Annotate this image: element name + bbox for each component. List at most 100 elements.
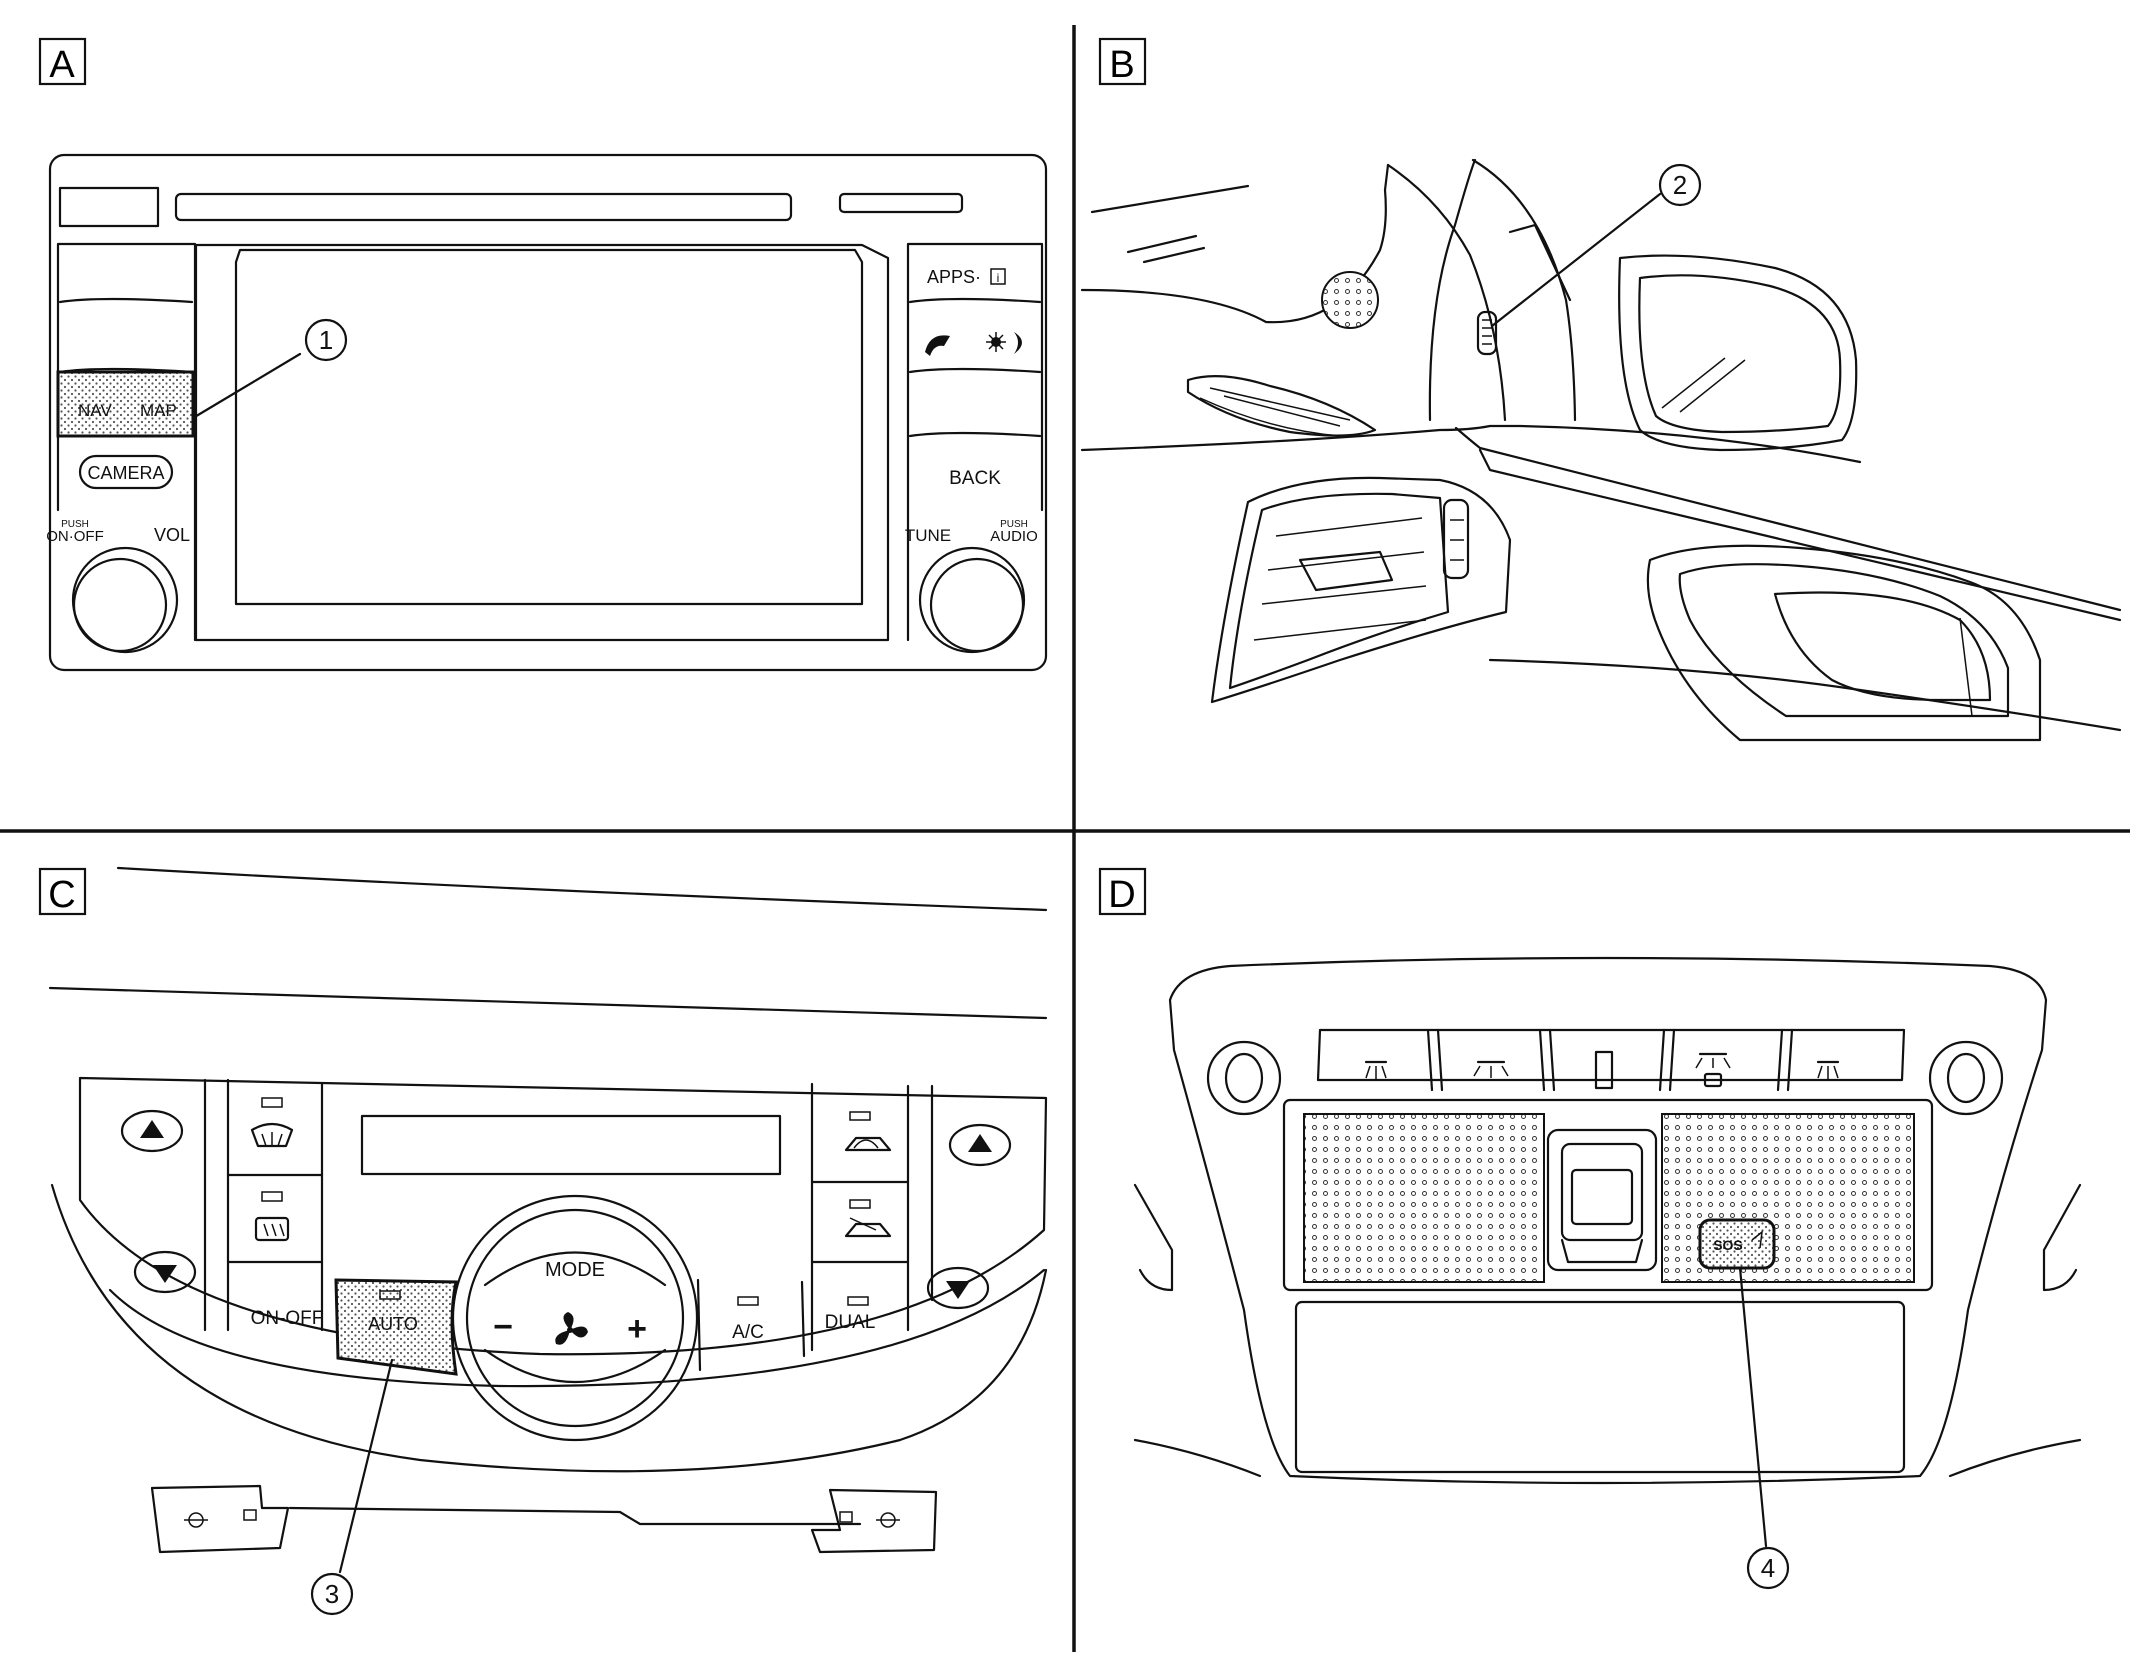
door-lamp-icon[interactable] (1695, 1052, 1731, 1088)
overhead-console (1168, 956, 2048, 1485)
left-speaker-grille (1303, 1113, 1545, 1283)
left-bracket (150, 1484, 290, 1554)
center-dial (465, 1208, 685, 1428)
left-sensor-bezel (1206, 1040, 1282, 1116)
nav-map-button[interactable] (56, 370, 195, 438)
info-icon (990, 268, 1006, 285)
camera-label: CAMERA (87, 463, 164, 483)
fan-icon (555, 1312, 588, 1345)
map-lamp-icon[interactable] (1364, 1060, 1388, 1080)
panel-c: C ON-OFF AUTO (38, 866, 1048, 1616)
tweeter-grille (1321, 271, 1379, 329)
screen-frame (194, 243, 890, 642)
left-temp-up-button[interactable] (120, 1109, 184, 1153)
center-vent (1186, 375, 1377, 437)
panel-c-letter: C (48, 874, 75, 916)
door-mirror (1618, 254, 1858, 452)
panel-d-letter: D (1108, 874, 1135, 916)
right-button-divider-2 (908, 367, 1042, 374)
tune-knob-outer (918, 546, 1026, 654)
panel-a-letter: A (49, 44, 75, 86)
dashboard-top (1080, 424, 1862, 464)
on-off-button[interactable] (232, 1266, 320, 1342)
callout-2-circle (1658, 163, 1702, 207)
auto-button[interactable] (334, 1278, 458, 1376)
right-sensor-bezel (1928, 1040, 2004, 1116)
camera-button[interactable] (78, 454, 174, 490)
right-temp-up-button[interactable] (948, 1123, 1012, 1167)
on-off-label: ON·OFF (46, 528, 104, 545)
climate-panel (78, 1076, 1048, 1356)
fan-minus-label: − (493, 1308, 513, 1346)
room-lamp-icon[interactable] (1473, 1060, 1509, 1078)
phone-icon[interactable] (925, 335, 950, 356)
day-night-icon[interactable] (986, 332, 1022, 354)
door-lamp-switch[interactable] (1594, 1050, 1614, 1090)
mode-label: MODE (545, 1259, 605, 1281)
down-arrow-icon (946, 1281, 970, 1299)
map-lamp-icon[interactable] (1816, 1060, 1840, 1080)
cd-slot (174, 192, 793, 222)
svg-text:i: i (997, 271, 1000, 285)
microphone-grille (1476, 310, 1498, 356)
sos-label: SOS (1713, 1237, 1743, 1253)
panel-a: A NAV MAP CAMERA APPS· i BACK (38, 37, 1048, 672)
panel-b-letter-box (1098, 37, 1147, 86)
right-button-divider-1 (908, 297, 1042, 304)
left-button-divider-1 (58, 297, 194, 304)
apps-label: APPS· (927, 267, 981, 287)
tune-knob[interactable] (929, 557, 1025, 653)
panel-d: D (1098, 867, 2082, 1590)
display-screen[interactable] (234, 248, 864, 606)
left-sensor (1224, 1052, 1264, 1104)
ir-sensor-window (58, 186, 160, 228)
right-button-divider-3 (908, 431, 1042, 438)
panel-b-letter: B (1109, 44, 1134, 86)
right-temp-down-button[interactable] (926, 1266, 990, 1310)
front-defrost-icon[interactable] (250, 1122, 294, 1148)
auto-label: AUTO (368, 1314, 418, 1334)
callout-3: 3 (325, 1579, 339, 1609)
back-label: BACK (949, 468, 1001, 489)
right-bracket (810, 1488, 938, 1554)
callout-4: 4 (1761, 1553, 1775, 1583)
a-pillar-edge (1386, 163, 1507, 422)
sos-button[interactable] (1698, 1218, 1776, 1270)
on-off-label: ON-OFF (251, 1308, 324, 1329)
push-label-right: PUSH (1000, 519, 1028, 530)
fresh-air-icon[interactable] (844, 1217, 892, 1238)
climate-display (360, 1114, 782, 1176)
left-temp-down-button[interactable] (133, 1250, 197, 1294)
left-button-column (56, 242, 197, 642)
callout-4-leader (1738, 1266, 1768, 1548)
windshield-edge (1080, 163, 1390, 324)
callout-1-circle (304, 318, 348, 362)
vol-label: VOL (154, 525, 190, 545)
callout-1-leader (191, 352, 302, 420)
right-sensor (1946, 1052, 1986, 1104)
dual-label: DUAL (825, 1312, 876, 1333)
callout-1: 1 (319, 325, 333, 355)
side-air-vent (1210, 476, 1512, 704)
recirculation-icon[interactable] (844, 1136, 892, 1152)
panel-b: B (1080, 37, 2122, 742)
map-label: MAP (140, 401, 177, 420)
fan-plus-label: + (627, 1310, 647, 1348)
up-arrow-icon (140, 1120, 164, 1138)
grille-frame (1282, 1098, 1934, 1292)
panel-d-letter-box (1098, 867, 1147, 916)
callout-4-circle (1746, 1546, 1790, 1590)
ac-label: A/C (732, 1322, 764, 1343)
vol-knob-outer (71, 546, 179, 654)
right-button-column (906, 242, 1044, 642)
vol-knob[interactable] (72, 557, 168, 653)
callout-2: 2 (1673, 170, 1687, 200)
callout-3-leader (338, 1358, 394, 1574)
center-dial-outer (451, 1194, 699, 1442)
nav-label: NAV (78, 401, 112, 420)
head-unit-bezel (48, 153, 1048, 672)
sunglasses-holder (1294, 1300, 1906, 1474)
callout-3-circle (310, 1572, 354, 1616)
rear-defrost-icon[interactable] (254, 1216, 290, 1242)
